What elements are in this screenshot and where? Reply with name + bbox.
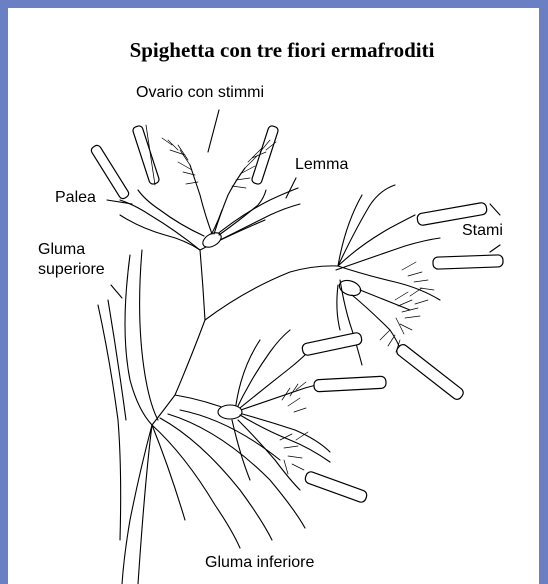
middle-stigma	[380, 262, 434, 352]
label-gluma-superiore-line2: superiore	[38, 260, 105, 280]
lower-floret	[218, 330, 345, 490]
leader-lines	[107, 110, 500, 298]
lower-anthers	[301, 332, 386, 504]
label-lemma: Lemma	[295, 155, 348, 175]
label-palea: Palea	[55, 188, 96, 208]
upper-floret	[120, 165, 300, 250]
lower-stigma	[280, 382, 308, 474]
label-gluma-superiore-line1: Gluma	[38, 240, 85, 260]
label-stami: Stami	[462, 221, 503, 241]
label-gluma-inferiore: Gluma inferiore	[205, 553, 314, 573]
upper-glume	[98, 250, 158, 540]
label-ovario-con-stimmi: Ovario con stimmi	[136, 83, 264, 103]
lower-glume	[152, 410, 305, 548]
